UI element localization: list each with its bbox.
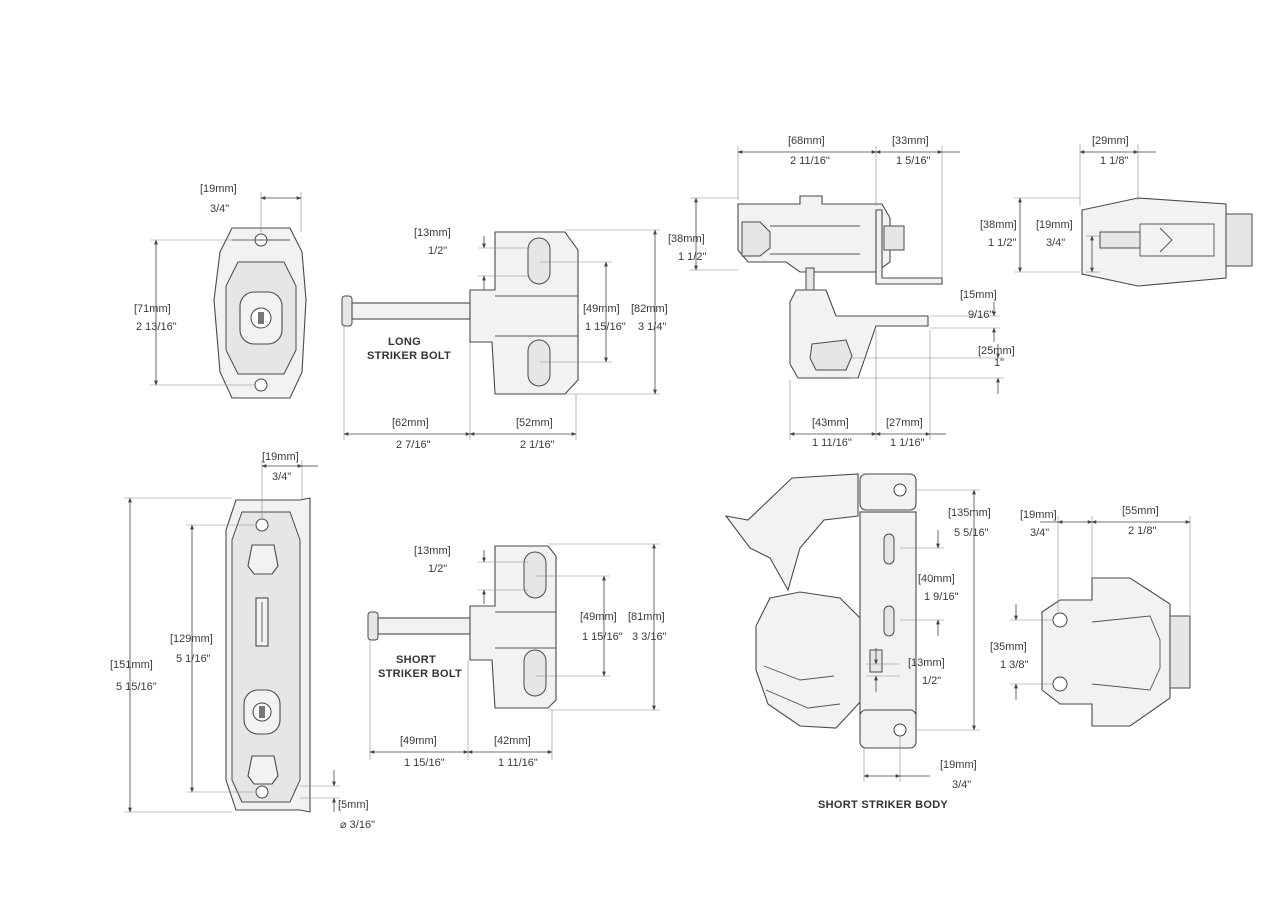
- svg-text:[19mm]: [19mm]: [940, 759, 977, 771]
- dim-fr: [29mm] 1 1/8" [38mm] 1 1/2" [19mm] 3/4": [980, 135, 1156, 273]
- svg-text:1/2": 1/2": [428, 245, 447, 257]
- latch-side-view: [737, 195, 943, 379]
- svg-text:[13mm]: [13mm]: [414, 227, 451, 239]
- striker-body-side-view: [1041, 577, 1191, 727]
- label-short-striker-body: SHORT STRIKER BODY: [818, 799, 948, 811]
- label-long: LONG: [388, 336, 421, 348]
- svg-text:[19mm]: [19mm]: [1036, 219, 1073, 231]
- svg-text:[151mm]: [151mm]: [110, 659, 153, 671]
- svg-text:[82mm]: [82mm]: [631, 303, 668, 315]
- svg-text:1 9/16": 1 9/16": [924, 591, 959, 603]
- label-short: SHORT: [396, 654, 436, 666]
- svg-text:1 15/16": 1 15/16": [585, 321, 626, 333]
- svg-text:[13mm]: [13mm]: [908, 657, 945, 669]
- svg-text:5 5/16": 5 5/16": [954, 527, 989, 539]
- label-short-striker-bolt: STRIKER BOLT: [378, 668, 462, 680]
- svg-text:1/2": 1/2": [428, 563, 447, 575]
- dim-tl-height-in: 2 13/16": [136, 321, 177, 333]
- svg-text:[5mm]: [5mm]: [338, 799, 369, 811]
- svg-text:[52mm]: [52mm]: [516, 417, 553, 429]
- dim-lsb: [13mm] 1/2" [49mm] 1 15/16" [82mm] 3 1/4…: [343, 227, 668, 451]
- svg-text:3/4": 3/4": [1046, 237, 1065, 249]
- long-striker-bolt-caption: LONG STRIKER BOLT: [367, 336, 451, 362]
- label-striker-bolt: STRIKER BOLT: [367, 350, 451, 362]
- svg-text:[81mm]: [81mm]: [628, 611, 665, 623]
- svg-text:⌀ 3/16": ⌀ 3/16": [340, 819, 375, 831]
- svg-text:1 1/2": 1 1/2": [988, 237, 1016, 249]
- svg-text:[129mm]: [129mm]: [170, 633, 213, 645]
- svg-text:3/4": 3/4": [1030, 527, 1049, 539]
- svg-text:1 3/8": 1 3/8": [1000, 659, 1028, 671]
- svg-text:[19mm]: [19mm]: [262, 451, 299, 463]
- svg-text:1/2": 1/2": [922, 675, 941, 687]
- long-lock-front-view: [225, 497, 311, 813]
- svg-text:[55mm]: [55mm]: [1122, 505, 1159, 517]
- svg-text:[62mm]: [62mm]: [392, 417, 429, 429]
- svg-text:1 15/16": 1 15/16": [404, 757, 445, 769]
- svg-text:[19mm]: [19mm]: [1020, 509, 1057, 521]
- svg-text:2 1/8": 2 1/8": [1128, 525, 1156, 537]
- svg-text:1 1/16": 1 1/16": [890, 437, 925, 449]
- dim-tl-width: [19mm] 3/4": [200, 183, 302, 232]
- svg-text:[68mm]: [68mm]: [788, 135, 825, 147]
- dim-tl-width-mm: [19mm]: [200, 183, 237, 195]
- svg-text:1 15/16": 1 15/16": [582, 631, 623, 643]
- svg-text:[49mm]: [49mm]: [400, 735, 437, 747]
- latch-end-view: [1081, 197, 1253, 287]
- dim-br: [19mm] 3/4" [55mm] 2 1/8" [35mm] 1 3/8": [990, 505, 1191, 700]
- svg-text:[49mm]: [49mm]: [583, 303, 620, 315]
- short-striker-bolt-caption: SHORT STRIKER BOLT: [378, 654, 462, 680]
- svg-text:[35mm]: [35mm]: [990, 641, 1027, 653]
- svg-text:9/16": 9/16": [968, 309, 993, 321]
- svg-text:[43mm]: [43mm]: [812, 417, 849, 429]
- svg-text:3/4": 3/4": [272, 471, 291, 483]
- svg-text:1": 1": [994, 357, 1004, 369]
- svg-text:[49mm]: [49mm]: [580, 611, 617, 623]
- long-striker-bolt-drawing: [341, 231, 579, 395]
- svg-text:1 11/16": 1 11/16": [498, 757, 538, 769]
- svg-text:1 11/16": 1 11/16": [812, 437, 852, 449]
- short-striker-body-drawing: [724, 473, 917, 749]
- dim-tl-width-in: 3/4": [210, 203, 229, 215]
- short-striker-bolt-drawing: [367, 545, 557, 709]
- dim-tl-height-mm: [71mm]: [134, 303, 171, 315]
- dim-tl-height: [71mm] 2 13/16": [134, 239, 255, 386]
- svg-text:[40mm]: [40mm]: [918, 573, 955, 585]
- svg-text:3 1/4": 3 1/4": [638, 321, 666, 333]
- svg-text:1 1/2": 1 1/2": [678, 251, 706, 263]
- svg-text:[15mm]: [15mm]: [960, 289, 997, 301]
- dim-body: [135mm] 5 5/16" [40mm] 1 9/16" [13mm] 1/…: [863, 489, 991, 791]
- svg-text:5 1/16": 5 1/16": [176, 653, 211, 665]
- dim-bl: [19mm] 3/4" [151mm] 5 15/16" [129mm] 5 1…: [110, 451, 375, 831]
- short-striker-body-caption: SHORT STRIKER BODY: [818, 799, 948, 811]
- svg-text:5 15/16": 5 15/16": [116, 681, 157, 693]
- svg-text:2 7/16": 2 7/16": [396, 439, 431, 451]
- svg-text:[135mm]: [135mm]: [948, 507, 991, 519]
- svg-text:2 11/16": 2 11/16": [790, 155, 830, 167]
- svg-text:[33mm]: [33mm]: [892, 135, 929, 147]
- dim-ssb: [13mm] 1/2" [49mm] 1 15/16" [81mm] 3 3/1…: [369, 543, 667, 769]
- svg-text:[38mm]: [38mm]: [668, 233, 705, 245]
- svg-text:[29mm]: [29mm]: [1092, 135, 1129, 147]
- svg-text:[25mm]: [25mm]: [978, 345, 1015, 357]
- svg-text:3 3/16": 3 3/16": [632, 631, 667, 643]
- svg-text:[38mm]: [38mm]: [980, 219, 1017, 231]
- svg-text:3/4": 3/4": [952, 779, 971, 791]
- svg-text:1 1/8": 1 1/8": [1100, 155, 1128, 167]
- svg-text:[13mm]: [13mm]: [414, 545, 451, 557]
- dim-tr: [68mm] 2 11/16" [33mm] 1 5/16" [38mm] 1 …: [668, 135, 1015, 449]
- svg-text:[27mm]: [27mm]: [886, 417, 923, 429]
- svg-text:[42mm]: [42mm]: [494, 735, 531, 747]
- lock-front-view: [213, 227, 307, 399]
- svg-text:2 1/16": 2 1/16": [520, 439, 555, 451]
- svg-text:1 5/16": 1 5/16": [896, 155, 931, 167]
